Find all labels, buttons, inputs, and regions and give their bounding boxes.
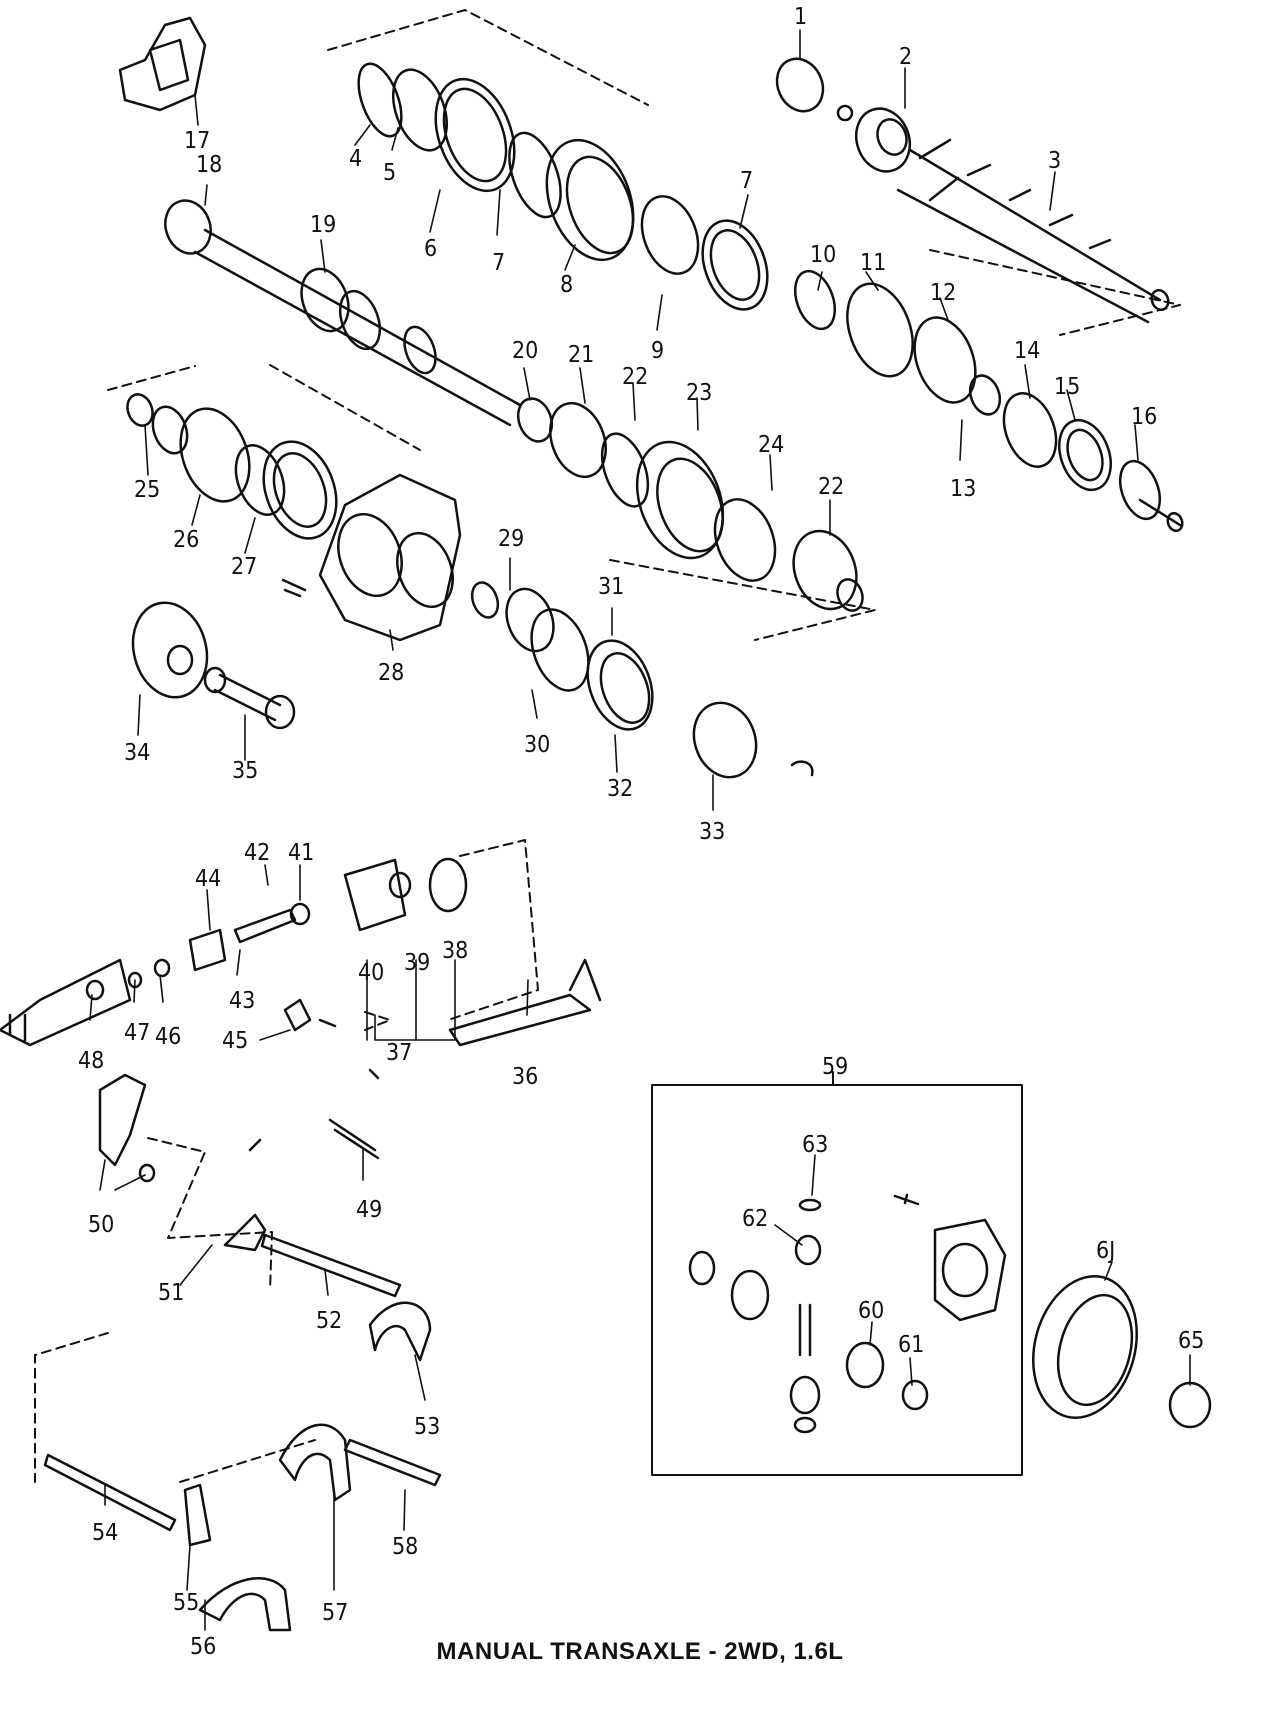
- input-shaft-assembly: [836, 104, 1170, 324]
- callout-57: 57: [322, 1600, 348, 1626]
- callout-41: 41: [288, 840, 314, 866]
- fork-set: [43, 1073, 442, 1632]
- callout-42: 42: [244, 840, 270, 866]
- callout-20: 20: [512, 338, 538, 364]
- bearing-retainer-plate: [281, 473, 462, 642]
- callout-43: 43: [229, 988, 255, 1014]
- callout-3: 3: [1048, 148, 1061, 174]
- callout-10: 10: [810, 242, 836, 268]
- callout-29: 29: [498, 526, 524, 552]
- callout-14: 14: [1014, 338, 1040, 364]
- callout-2: 2: [899, 44, 912, 70]
- callout-26: 26: [173, 527, 199, 553]
- callout-38: 38: [442, 938, 468, 964]
- callout-48: 48: [78, 1048, 104, 1074]
- callout-55: 55: [173, 1590, 199, 1616]
- callout-58: 58: [392, 1534, 418, 1560]
- callout-30: 30: [524, 732, 550, 758]
- callout-44: 44: [195, 866, 221, 892]
- callout-45: 45: [222, 1028, 248, 1054]
- callout-9: 9: [651, 338, 664, 364]
- callout-62: 62: [742, 1206, 768, 1232]
- callout-34: 34: [124, 740, 150, 766]
- callout-23: 23: [686, 380, 712, 406]
- callout-11: 11: [860, 250, 886, 276]
- callout-53: 53: [414, 1414, 440, 1440]
- callout-15: 15: [1054, 374, 1080, 400]
- callout-19: 19: [310, 212, 336, 238]
- callout-7b: 7: [740, 168, 753, 194]
- callout-labels: 1 2 3 4 5 6 7 7 8 9 10 11 12 13 14 15 16…: [78, 4, 1204, 1660]
- shift-mechanism: [0, 857, 602, 1080]
- callout-59: 59: [822, 1054, 848, 1080]
- dashed-group-lines: [34, 9, 1181, 1483]
- callout-12: 12: [930, 280, 956, 306]
- callout-16: 16: [1131, 404, 1157, 430]
- callout-27: 27: [231, 554, 257, 580]
- callout-37: 37: [386, 1040, 412, 1066]
- leader-lines: [89, 29, 1191, 1631]
- callout-8: 8: [560, 272, 573, 298]
- reverse-idler: [131, 601, 296, 730]
- callout-65: 65: [1178, 1328, 1204, 1354]
- callout-25: 25: [134, 477, 160, 503]
- side-bearing: [1168, 1381, 1212, 1429]
- gear-train-upper: [357, 62, 1184, 533]
- callout-31: 31: [598, 574, 624, 600]
- callout-36: 36: [512, 1064, 538, 1090]
- callout-32: 32: [607, 776, 633, 802]
- bracket: [118, 16, 207, 112]
- callout-47: 47: [124, 1020, 150, 1046]
- callout-22b: 22: [818, 474, 844, 500]
- callout-4: 4: [349, 146, 362, 172]
- callout-52: 52: [316, 1308, 342, 1334]
- callout-17: 17: [184, 128, 210, 154]
- callout-63: 63: [802, 1132, 828, 1158]
- callout-24: 24: [758, 432, 784, 458]
- gear-group-lower: [470, 581, 814, 779]
- ring-gear: [1031, 1275, 1139, 1419]
- callout-39: 39: [404, 950, 430, 976]
- callout-46: 46: [155, 1024, 181, 1050]
- callout-54: 54: [92, 1520, 118, 1546]
- callout-61: 61: [898, 1332, 924, 1358]
- diagram-caption: MANUAL TRANSAXLE - 2WD, 1.6L: [436, 1638, 844, 1665]
- callout-21: 21: [568, 342, 594, 368]
- callout-33: 33: [699, 819, 725, 845]
- callout-7a: 7: [492, 250, 505, 276]
- callout-35: 35: [232, 758, 258, 784]
- callout-40: 40: [358, 960, 384, 986]
- callout-18: 18: [196, 152, 222, 178]
- gear-group-left: [126, 393, 338, 540]
- callout-56: 56: [190, 1634, 216, 1660]
- callout-13: 13: [950, 476, 976, 502]
- countershaft-assembly: [164, 199, 864, 612]
- callout-51: 51: [158, 1280, 184, 1306]
- differential-kit-box: [651, 1071, 1023, 1476]
- callout-28: 28: [378, 660, 404, 686]
- callout-50: 50: [88, 1212, 114, 1238]
- callout-6: 6: [424, 236, 437, 262]
- callout-6J: 6J: [1096, 1238, 1115, 1264]
- callout-1: 1: [794, 4, 807, 30]
- callout-60: 60: [858, 1298, 884, 1324]
- callout-22a: 22: [622, 364, 648, 390]
- snap-ring: [775, 57, 825, 113]
- callout-5: 5: [383, 160, 396, 186]
- callout-49: 49: [356, 1197, 382, 1223]
